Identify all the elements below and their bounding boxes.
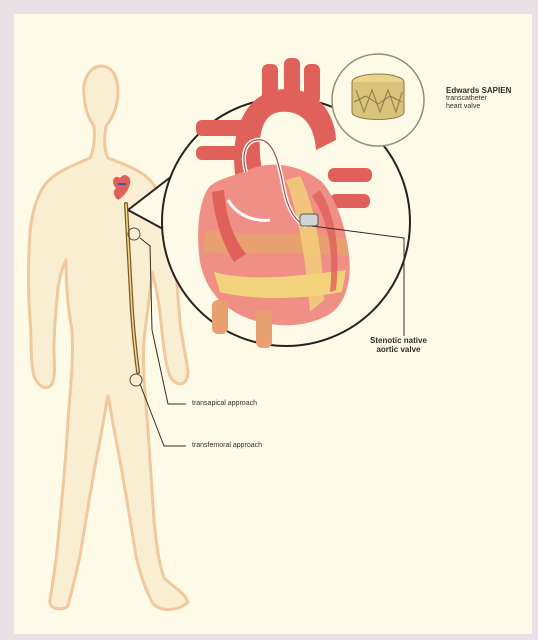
valve-detail [332, 54, 424, 146]
valve-label: Edwards SAPIEN transcatheter heart valve [446, 86, 511, 111]
valve-desc-line-2: heart valve [446, 103, 511, 111]
valve-name: Edwards SAPIEN [446, 86, 511, 95]
transapical-label: transapical approach [192, 400, 257, 408]
stenotic-line-1: Stenotic native [370, 336, 427, 345]
valve-desc-line-1: transcatheter [446, 95, 511, 103]
stenotic-line-2: aortic valve [370, 345, 427, 354]
human-body-silhouette [29, 66, 189, 610]
stenotic-label: Stenotic native aortic valve [370, 336, 427, 354]
transfemoral-label: transfemoral approach [192, 442, 262, 450]
